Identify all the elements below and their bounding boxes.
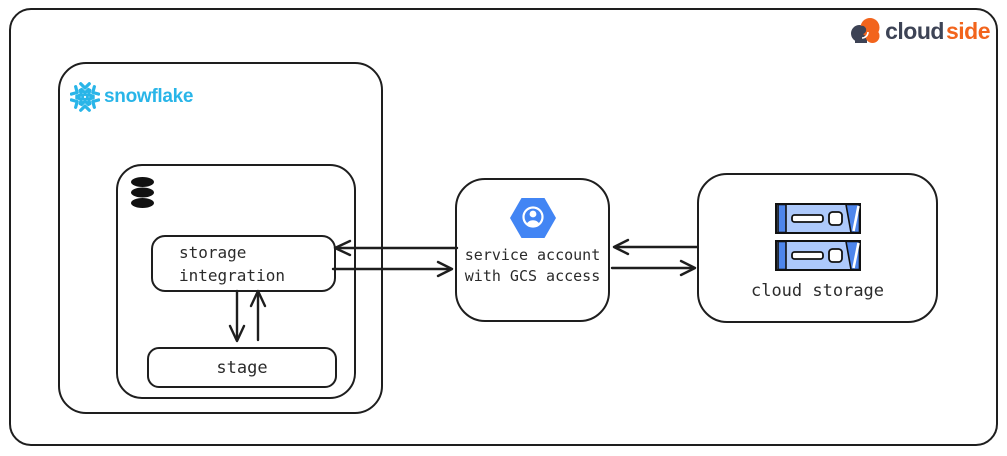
snowflake-label: snowflake <box>104 86 194 107</box>
stage-node: stage <box>147 347 337 388</box>
storage-integration-node: storage integration <box>151 235 336 292</box>
service-account-icon <box>509 198 556 238</box>
service-account-label-line2: with GCS access <box>464 267 601 285</box>
stage-label: stage <box>216 357 268 378</box>
cloud-storage-label: cloud storage <box>750 281 885 301</box>
cloudside-cloud-icon <box>851 18 880 43</box>
cloud-storage-node: cloud storage <box>697 173 938 323</box>
server-stack <box>774 203 861 271</box>
service-account-node: service account with GCS access <box>455 178 610 322</box>
snowflake-icon <box>70 82 100 112</box>
server-icon <box>774 240 861 271</box>
snowflake-container: snowflake storage integration stage <box>58 62 383 414</box>
storage-integration-label-line1: storage <box>179 242 247 262</box>
snowflake-logo: snowflake <box>70 82 193 112</box>
database-icon <box>129 176 156 213</box>
database-container: storage integration stage <box>116 164 356 399</box>
service-account-label-line1: service account <box>464 246 601 264</box>
storage-integration-label-line2: integration <box>179 265 285 285</box>
brand-word-cloud: cloud <box>885 17 944 44</box>
brand-word-side: side <box>945 17 991 44</box>
server-icon <box>774 203 861 234</box>
